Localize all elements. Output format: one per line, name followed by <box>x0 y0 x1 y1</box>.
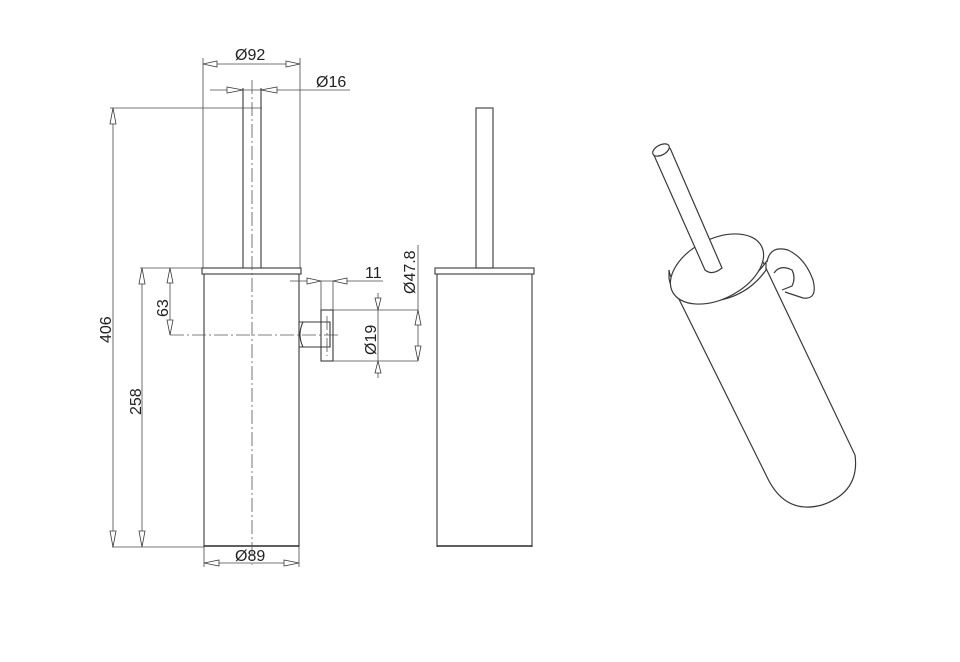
side-view <box>434 107 535 547</box>
isometric-view <box>652 143 857 508</box>
dim-mount-plate-diameter: Ø47.8 <box>402 250 419 294</box>
dim-base-diameter: Ø89 <box>235 548 265 565</box>
front-view: Ø92 Ø16 11 <box>98 47 422 567</box>
dim-handle-diameter: Ø16 <box>316 74 346 91</box>
dim-mount-diameter: Ø19 <box>363 325 380 355</box>
dim-container-height: 258 <box>128 388 145 415</box>
dim-lid-diameter: Ø92 <box>235 47 265 64</box>
dim-mount-depth: 11 <box>365 265 382 282</box>
dim-total-height: 406 <box>98 316 115 343</box>
dim-mount-offset: 63 <box>155 299 172 317</box>
